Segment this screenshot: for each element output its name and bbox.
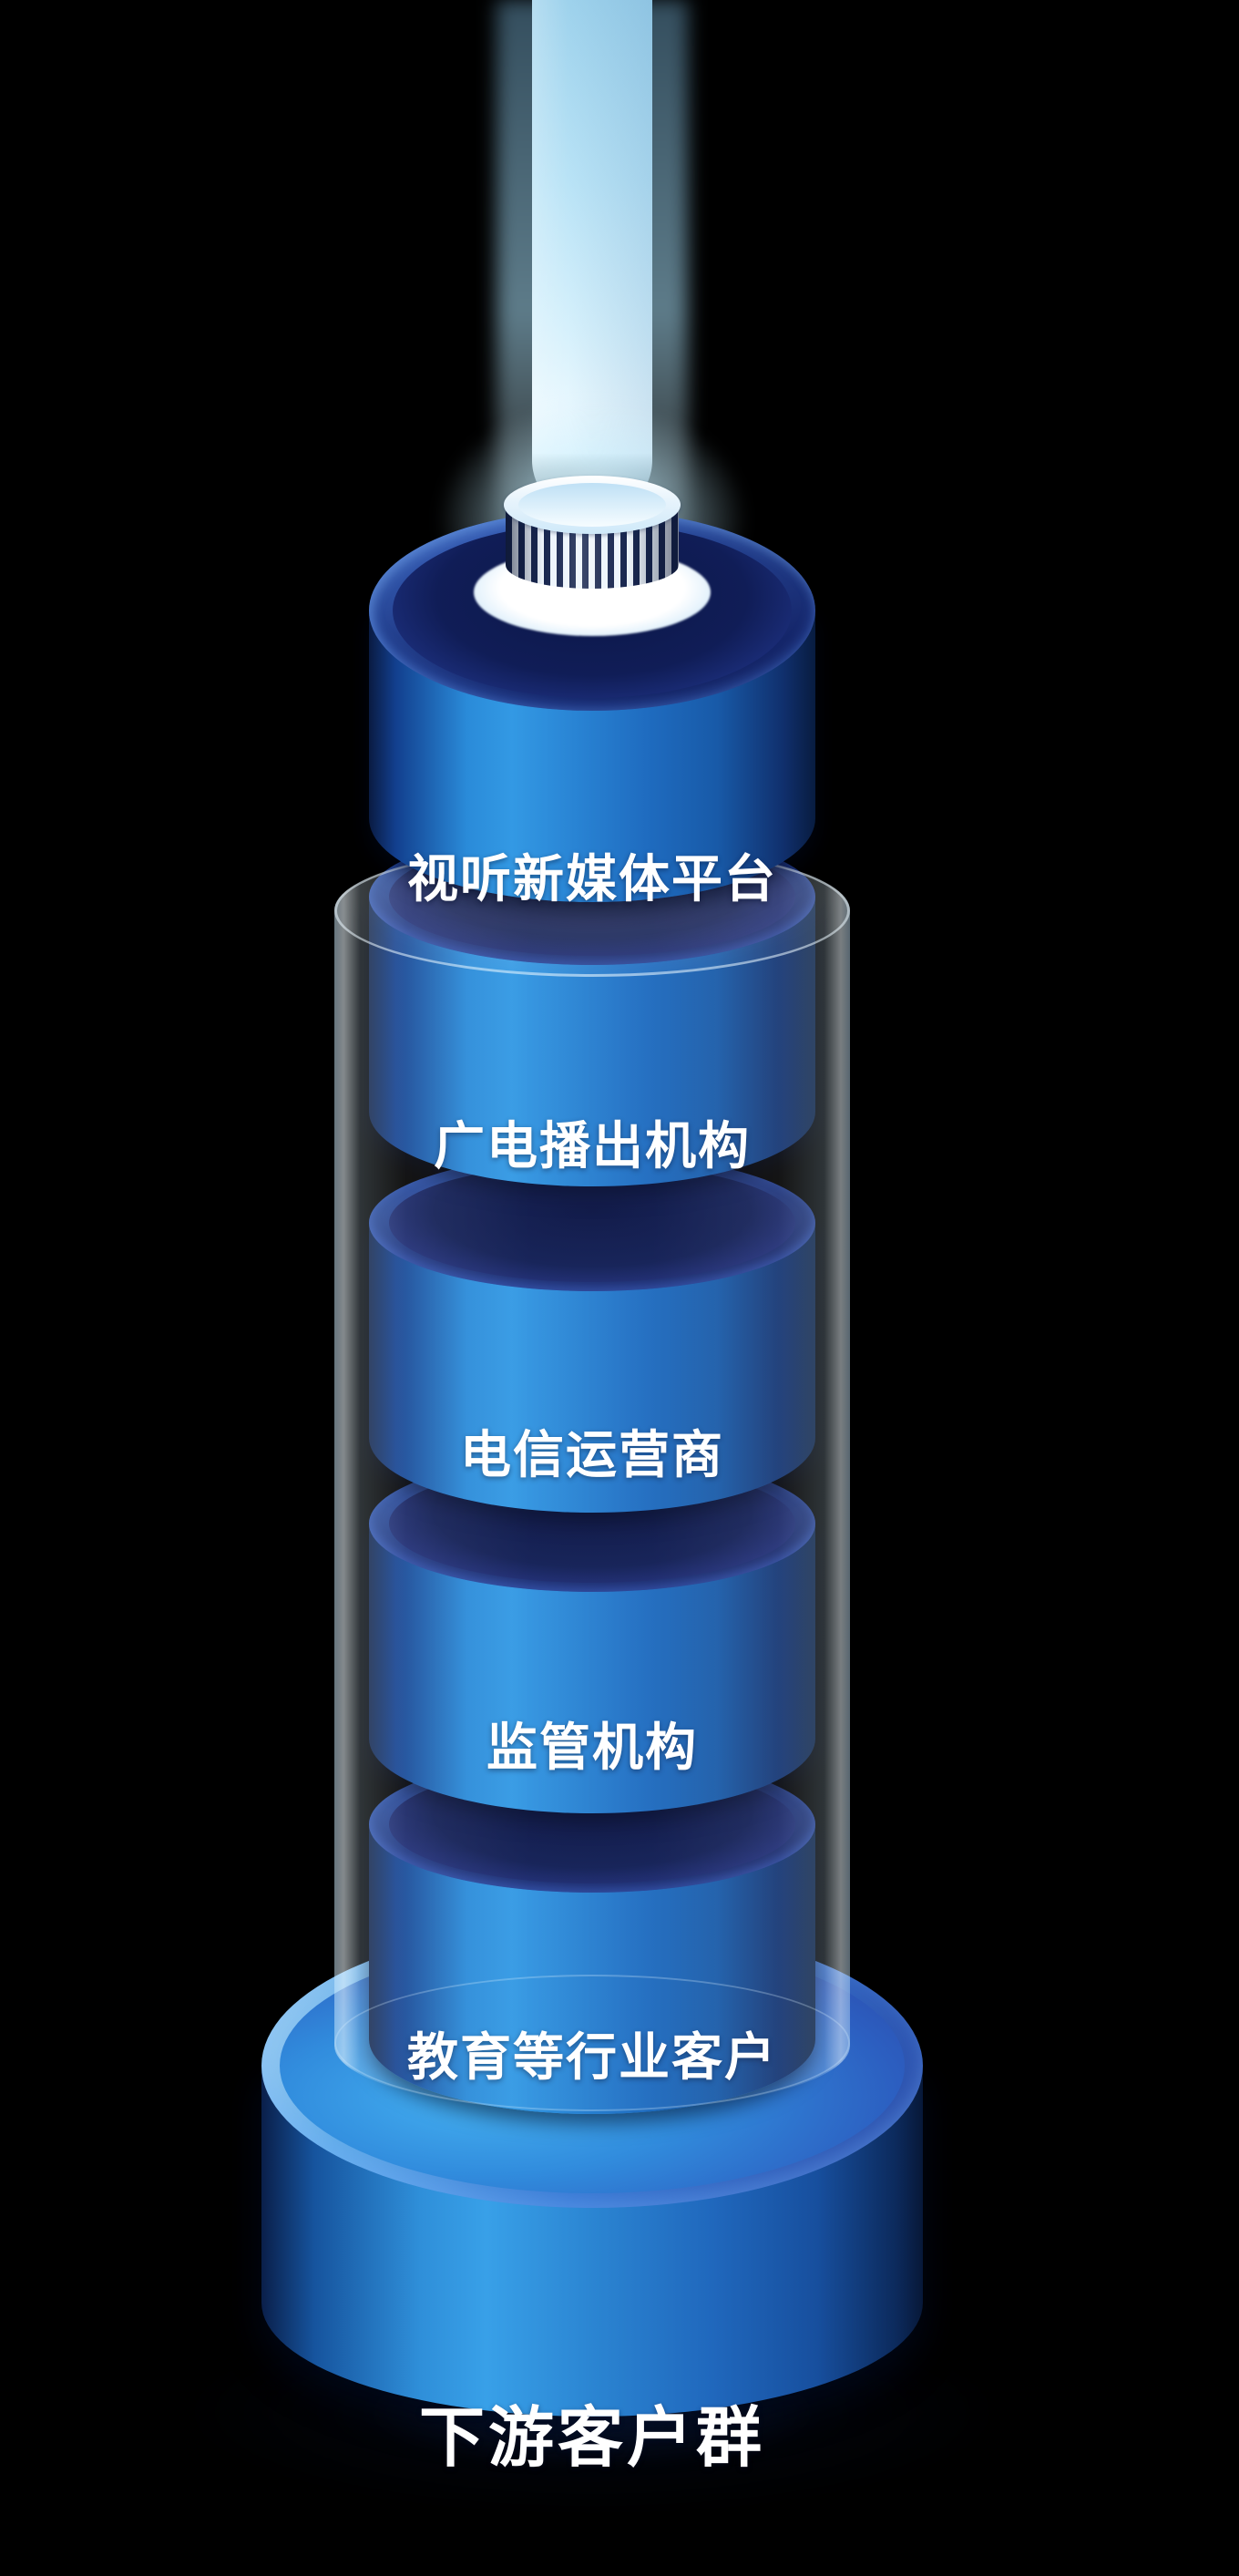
- cap-top: [504, 476, 681, 534]
- cylinder-layer-3: 电信运营商: [369, 1155, 815, 1513]
- layer-2-label: 广电播出机构: [434, 1117, 751, 1176]
- layer-5-label: 教育等行业客户: [407, 2028, 777, 2088]
- layer-3-label: 电信运营商: [460, 1426, 724, 1485]
- layer-4-label: 监管机构: [486, 1719, 698, 1778]
- base-label: 下游客户群: [418, 2399, 765, 2476]
- cap-top-face: [518, 483, 666, 527]
- layer-1-label: 视听新媒体平台: [407, 850, 777, 909]
- striped-cap: [504, 476, 681, 612]
